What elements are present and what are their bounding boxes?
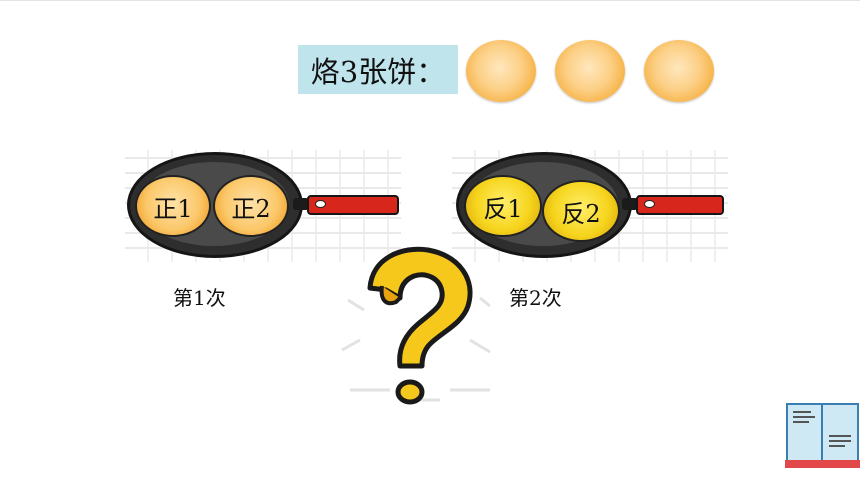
pancake-back-2: 反2 <box>542 180 620 242</box>
pan-handle <box>636 195 724 215</box>
title-label: 烙3张饼： <box>298 45 458 94</box>
pancake-icon <box>466 40 536 102</box>
question-mark-icon <box>341 246 491 405</box>
frying-pan-2: 反1 反2 <box>452 150 728 262</box>
frying-pan-1: 正1 正2 <box>125 150 401 262</box>
pan-handle <box>307 195 399 215</box>
pancake-front-1: 正1 <box>135 175 211 237</box>
handle-neck <box>293 198 309 210</box>
caption-round-1: 第1次 <box>173 286 226 310</box>
pancake-back-1: 反1 <box>464 175 542 237</box>
pancake-icon <box>555 40 625 102</box>
handle-hole <box>644 200 655 208</box>
top-divider <box>0 0 860 1</box>
handle-hole <box>315 200 326 208</box>
handle-neck <box>622 198 638 210</box>
pancake-icon <box>644 40 714 102</box>
pancake-front-2: 正2 <box>213 175 289 237</box>
caption-round-2: 第2次 <box>509 286 562 310</box>
book-icon[interactable] <box>785 400 860 470</box>
